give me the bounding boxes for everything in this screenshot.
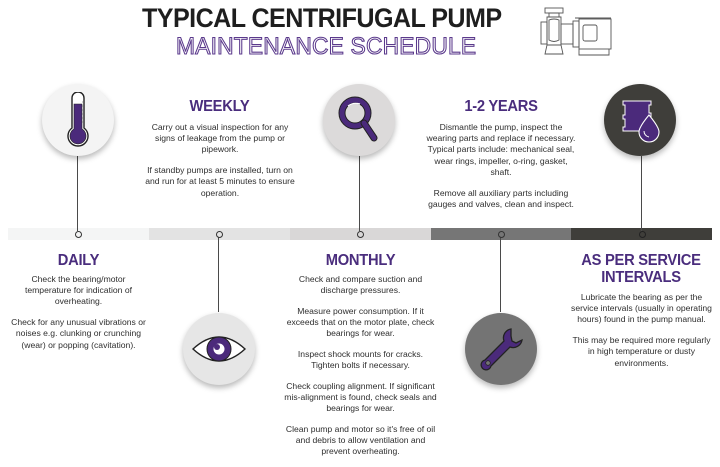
service-icon-circle bbox=[604, 84, 676, 156]
timeline-dot-daily bbox=[75, 231, 82, 238]
paragraph: This may be required more regularly in h… bbox=[572, 335, 711, 368]
paragraph: Check for any unusual vibrations or nois… bbox=[11, 317, 146, 350]
connector-weekly bbox=[218, 236, 220, 312]
text-years: Dismantle the pump, inspect the wearing … bbox=[424, 122, 578, 219]
timeline-dot-service bbox=[639, 231, 646, 238]
timeline-dot-monthly bbox=[357, 231, 364, 238]
paragraph: Carry out a visual inspection for any si… bbox=[151, 122, 289, 155]
heading-service: AS PER SERVICE INTERVALS bbox=[581, 252, 701, 286]
daily-icon-circle bbox=[42, 84, 114, 156]
text-weekly: Carry out a visual inspection for any si… bbox=[145, 122, 295, 208]
paragraph: Inspect shock mounts for cracks. Tighten… bbox=[297, 349, 424, 371]
timeline-dot-years bbox=[498, 231, 505, 238]
eye-icon bbox=[191, 336, 247, 362]
page-subtitle: MAINTENANCE SCHEDULE bbox=[175, 32, 477, 60]
paragraph: Clean pump and motor so it's free of oil… bbox=[285, 424, 436, 457]
paragraph: If standby pumps are installed, turn on … bbox=[145, 165, 295, 198]
heading-monthly: MONTHLY bbox=[325, 252, 396, 269]
paragraph: Check the bearing/motor temperature for … bbox=[24, 274, 132, 307]
connector-years bbox=[500, 236, 502, 312]
magnifier-icon bbox=[338, 96, 378, 142]
page-title: TYPICAL CENTRIFUGAL PUMP bbox=[142, 3, 502, 33]
paragraph: Remove all auxiliary parts including gau… bbox=[428, 187, 574, 209]
text-monthly: Check and compare suction and discharge … bbox=[284, 274, 437, 467]
connector-monthly bbox=[359, 156, 361, 231]
paragraph: Measure power consumption. If it exceeds… bbox=[286, 305, 435, 339]
paragraph: Lubricate the bearing as per the service… bbox=[571, 292, 712, 325]
years-icon-circle bbox=[465, 313, 537, 385]
paragraph: Dismantle the pump, inspect the wearing … bbox=[426, 122, 576, 177]
weekly-icon-circle bbox=[183, 313, 255, 385]
timeline-dot-weekly bbox=[216, 231, 223, 238]
connector-service bbox=[641, 156, 643, 231]
monthly-icon-circle bbox=[323, 84, 395, 156]
text-daily: Check the bearing/motor temperature for … bbox=[8, 274, 149, 360]
wrench-icon bbox=[480, 328, 523, 371]
paragraph: Check coupling alignment. If significant… bbox=[284, 380, 437, 414]
text-service: Lubricate the bearing as per the service… bbox=[568, 292, 715, 378]
connector-daily bbox=[77, 156, 79, 231]
pump-icon bbox=[540, 7, 612, 56]
thermometer-icon bbox=[67, 92, 89, 147]
heading-daily: DAILY bbox=[57, 252, 100, 269]
heading-years: 1-2 YEARS bbox=[464, 98, 538, 115]
oil-barrel-icon bbox=[622, 100, 660, 143]
heading-weekly: WEEKLY bbox=[189, 98, 250, 115]
paragraph: Check and compare suction and discharge … bbox=[298, 274, 423, 296]
